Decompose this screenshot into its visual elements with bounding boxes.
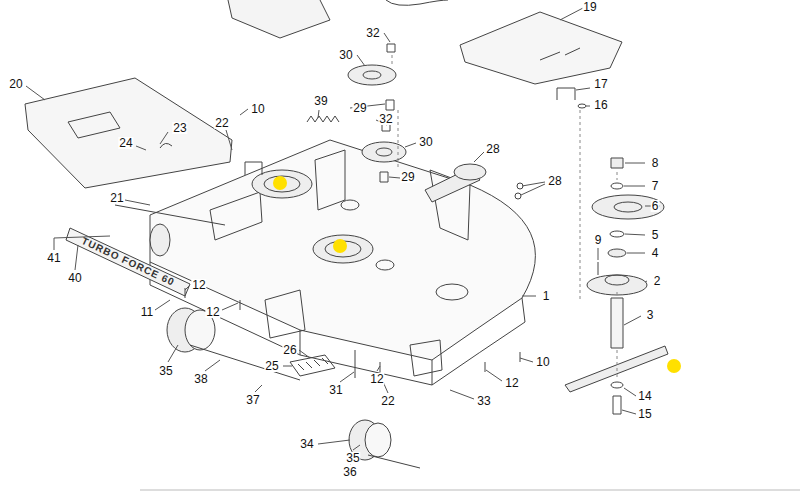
callout-number: 37 <box>245 394 260 406</box>
callout-number: 28 <box>485 143 500 155</box>
callout-number: 23 <box>172 122 187 134</box>
callout-number: 3 <box>646 309 655 321</box>
callout-number: 21 <box>109 192 124 204</box>
callout-number: 6 <box>651 200 660 212</box>
callout-number: 32 <box>378 113 393 125</box>
callout-number: 36 <box>342 466 357 478</box>
callout-number: 9 <box>594 234 603 246</box>
callout-number: 12 <box>369 373 384 385</box>
callout-number: 41 <box>46 252 61 264</box>
callout-number: 31 <box>328 384 343 396</box>
callout-number: 12 <box>205 306 220 318</box>
callout-number: 28 <box>547 175 562 187</box>
callout-number: 12 <box>191 279 206 291</box>
callout-number: 2 <box>653 275 662 287</box>
callout-number: 38 <box>193 373 208 385</box>
callout-number: 17 <box>593 78 608 90</box>
callout-number: 39 <box>313 95 328 107</box>
callout-number: 1 <box>542 290 551 302</box>
callout-number: 14 <box>637 390 652 402</box>
highlight-dot <box>333 239 347 253</box>
callout-number: 22 <box>380 395 395 407</box>
callout-number: 30 <box>418 136 433 148</box>
callout-number: 10 <box>250 103 265 115</box>
callout-number: 35 <box>345 452 360 464</box>
callout-number: 5 <box>651 229 660 241</box>
highlight-dot <box>273 176 287 190</box>
callout-number: 25 <box>264 360 279 372</box>
callout-number: 29 <box>400 171 415 183</box>
callout-number: 8 <box>651 157 660 169</box>
callout-number: 11 <box>140 306 154 318</box>
callout-number: 20 <box>8 78 23 90</box>
highlight-dot <box>667 359 681 373</box>
callout-number: 40 <box>67 272 82 284</box>
callout-number: 4 <box>651 247 660 259</box>
callout-number: 33 <box>476 395 491 407</box>
callout-number: 16 <box>593 99 608 111</box>
callout-number: 22 <box>214 117 229 129</box>
callout-number: 32 <box>365 27 380 39</box>
callout-number: 19 <box>582 1 597 13</box>
callout-number: 30 <box>338 49 353 61</box>
callout-number: 12 <box>504 377 519 389</box>
callout-number: 24 <box>118 137 133 149</box>
callout-number: 7 <box>651 180 660 192</box>
callout-number: 26 <box>282 344 297 356</box>
callout-number: 10 <box>535 356 550 368</box>
callout-number: 29 <box>352 102 367 114</box>
callout-number: 35 <box>158 365 173 377</box>
callout-number: 34 <box>299 438 314 450</box>
callout-number: 15 <box>637 408 652 420</box>
